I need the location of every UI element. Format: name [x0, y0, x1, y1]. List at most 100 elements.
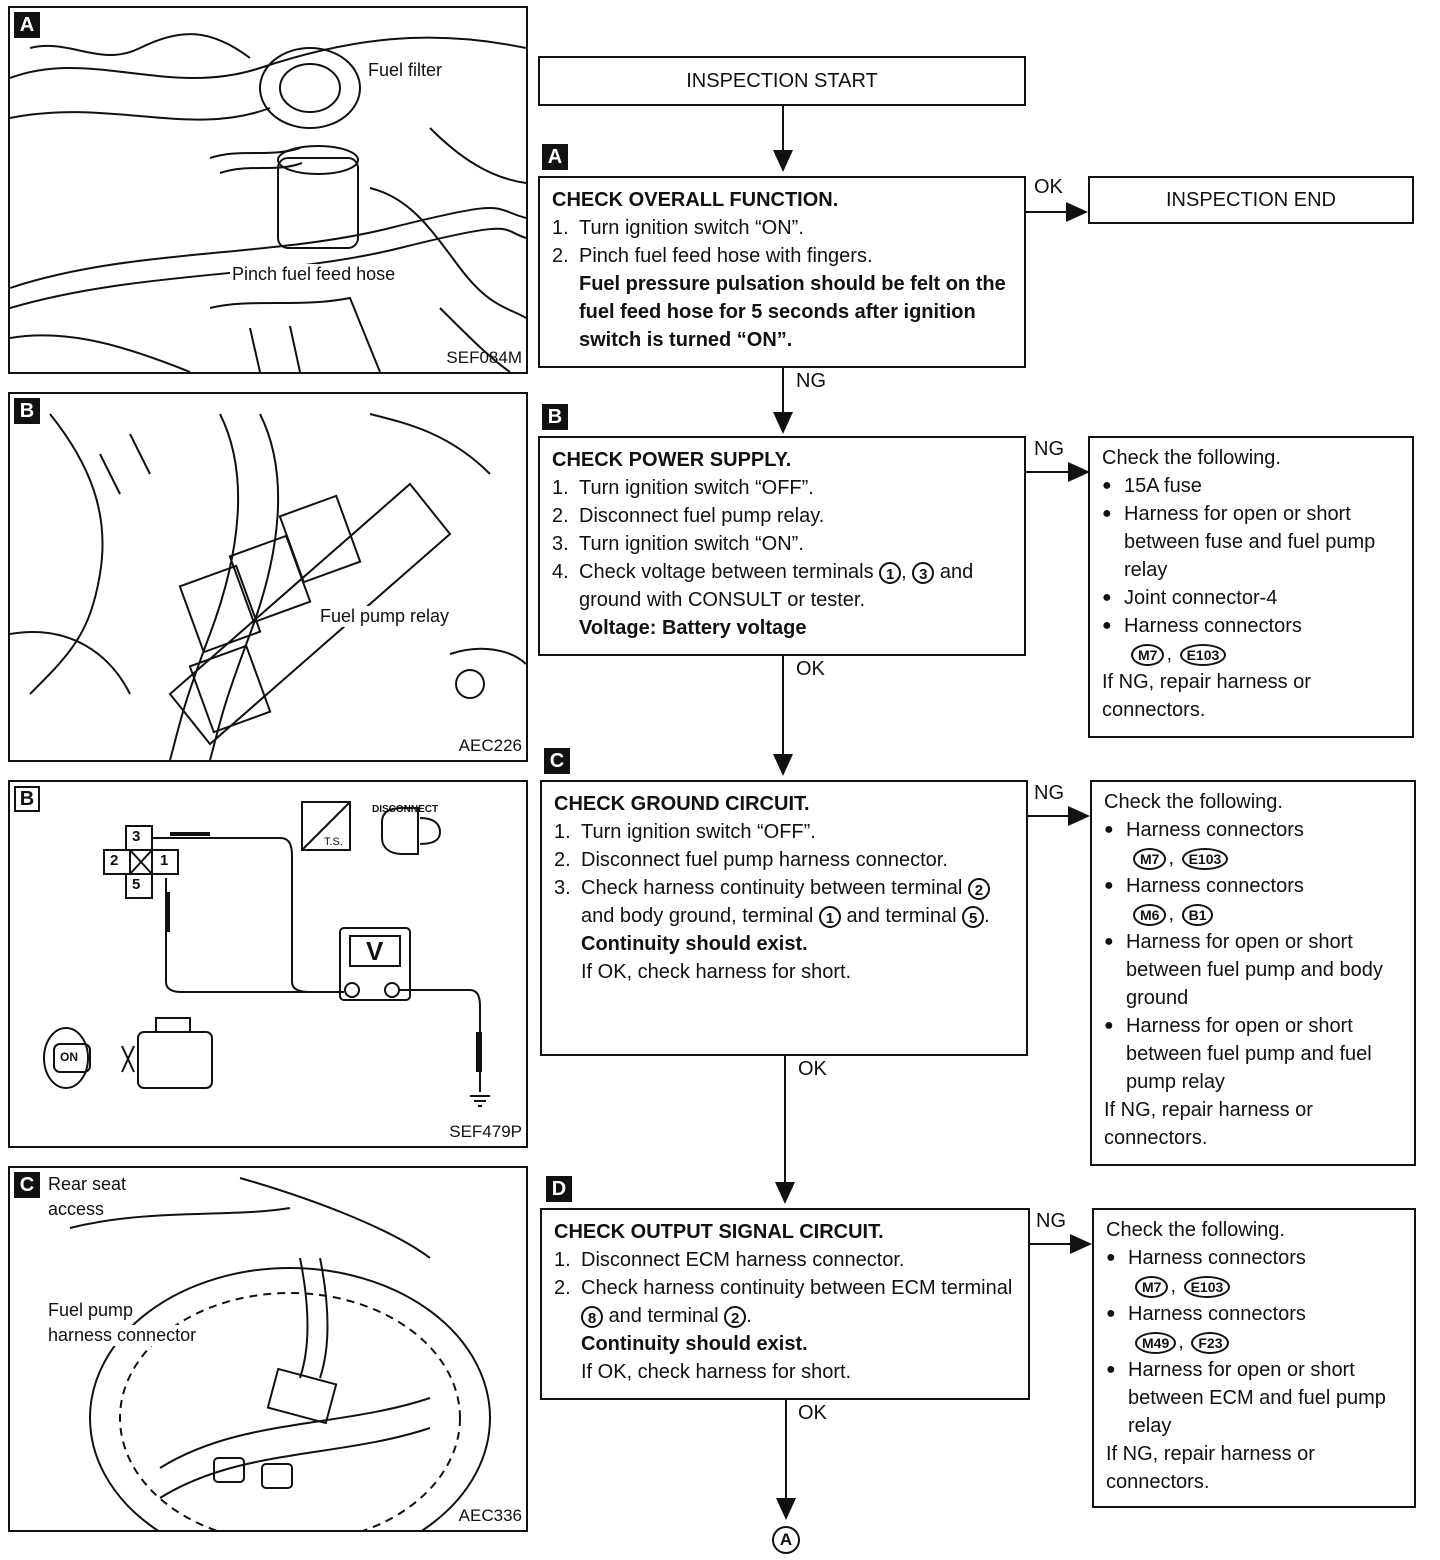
terminal-1-badge: 1 — [819, 906, 841, 928]
step-c-title: CHECK GROUND CIRCUIT. — [554, 790, 1014, 818]
pin-1-label: 1 — [160, 852, 168, 869]
step-c-ok-label: OK — [798, 1058, 827, 1081]
voltmeter-label: V — [366, 936, 383, 967]
step-b-ng-bullet-2: ●Harness for open or short between fuse … — [1102, 500, 1400, 584]
connector-m6-badge: M6 — [1133, 904, 1166, 926]
step-b-item-1: 1.Turn ignition switch “OFF”. — [552, 474, 1012, 502]
step-c-ng-label: NG — [1034, 782, 1064, 805]
step-b-ok-label: OK — [796, 658, 825, 681]
step-d-ng-bullet-1: ●Harness connectors — [1106, 1244, 1402, 1272]
label-fuel-pump-relay: Fuel pump relay — [318, 606, 451, 627]
step-d-ng-tail: If NG, repair harness or connectors. — [1106, 1440, 1402, 1496]
step-a-title: CHECK OVERALL FUNCTION. — [552, 186, 1012, 214]
terminal-2-badge: 2 — [724, 1306, 746, 1328]
step-c-ng-bullet-4: ●Harness for open or short between fuel … — [1104, 1012, 1402, 1096]
step-d-ng-connectors-1: M7, E103 — [1106, 1272, 1402, 1300]
step-a-spec: Fuel pressure pulsation should be felt o… — [552, 270, 1012, 354]
label-fuel-pump: Fuel pump — [46, 1300, 135, 1321]
figure-code-b-wiring: SEF479P — [449, 1122, 522, 1142]
step-c-ng-connectors-1: M7, E103 — [1104, 844, 1402, 872]
step-d-ng-head: Check the following. — [1106, 1216, 1402, 1244]
step-c-ng-tail: If NG, repair harness or connectors. — [1104, 1096, 1402, 1152]
step-c-ng-checklist: Check the following. ●Harness connectors… — [1090, 780, 1416, 1166]
step-b-ng-bullet-3: ●Joint connector-4 — [1102, 584, 1400, 612]
terminal-5-badge: 5 — [962, 906, 984, 928]
panel-tag-c: C — [14, 1172, 40, 1198]
connector-m7-badge: M7 — [1133, 848, 1166, 870]
figure-code-c: AEC336 — [459, 1506, 522, 1526]
step-d-title: CHECK OUTPUT SIGNAL CIRCUIT. — [554, 1218, 1016, 1246]
voltage-check-wiring-diagram — [10, 782, 526, 1146]
step-c-spec: Continuity should exist. — [554, 930, 1014, 958]
illustration-panel-b-relay: B Fuel pump relay AEC226 — [8, 392, 528, 762]
step-b-ng-bullet-4: ●Harness connectors — [1102, 612, 1400, 640]
connector-e103-badge: E103 — [1182, 848, 1229, 870]
panel-tag-b-wiring: B — [14, 786, 40, 812]
step-d-ng-label: NG — [1036, 1210, 1066, 1233]
step-c-ng-connectors-2: M6, B1 — [1104, 900, 1402, 928]
step-b-title: CHECK POWER SUPPLY. — [552, 446, 1012, 474]
step-d-note: If OK, check harness for short. — [554, 1358, 1016, 1386]
step-d-ng-checklist: Check the following. ●Harness connectors… — [1092, 1208, 1416, 1508]
pin-2-label: 2 — [110, 852, 118, 869]
panel-tag-a: A — [14, 12, 40, 38]
step-c-ng-bullet-2: ●Harness connectors — [1104, 872, 1402, 900]
step-d-ng-bullet-2: ●Harness connectors — [1106, 1300, 1402, 1328]
ignition-on-label: ON — [60, 1050, 78, 1064]
step-b-item-2: 2.Disconnect fuel pump relay. — [552, 502, 1012, 530]
step-d-ng-bullet-3: ●Harness for open or short between ECM a… — [1106, 1356, 1402, 1440]
terminal-1-badge: 1 — [879, 562, 901, 584]
step-c-item-1: 1.Turn ignition switch “OFF”. — [554, 818, 1014, 846]
step-b-ng-tail: If NG, repair harness or connectors. — [1102, 668, 1400, 724]
step-a-item-1: 1.Turn ignition switch “ON”. — [552, 214, 1012, 242]
connector-b1-badge: B1 — [1182, 904, 1214, 926]
connector-e103-badge: E103 — [1180, 644, 1227, 666]
label-fuel-filter: Fuel filter — [366, 60, 444, 81]
figure-code-a: SEF084M — [446, 348, 522, 368]
step-tag-a: A — [542, 144, 568, 170]
terminal-8-badge: 8 — [581, 1306, 603, 1328]
step-c-ng-head: Check the following. — [1104, 788, 1402, 816]
fuel-pump-connector-illustration — [10, 1168, 526, 1530]
step-a-ng-label: NG — [796, 370, 826, 393]
ts-label: T.S. — [324, 836, 343, 848]
step-c-item-2: 2.Disconnect fuel pump harness connector… — [554, 846, 1014, 874]
pin-5-label: 5 — [132, 876, 140, 893]
step-d-item-2: 2. Check harness continuity between ECM … — [554, 1274, 1016, 1330]
connector-m7-badge: M7 — [1135, 1276, 1168, 1298]
step-b-ng-bullet-1: ●15A fuse — [1102, 472, 1400, 500]
panel-tag-b-relay: B — [14, 398, 40, 424]
step-d-item-1: 1.Disconnect ECM harness connector. — [554, 1246, 1016, 1274]
step-c-ng-bullet-1: ●Harness connectors — [1104, 816, 1402, 844]
fuel-filter-illustration — [10, 8, 526, 372]
connector-e103-badge: E103 — [1184, 1276, 1231, 1298]
fuel-pump-relay-illustration — [10, 394, 526, 760]
step-a-ok-label: OK — [1034, 176, 1063, 199]
step-a-overall-function: CHECK OVERALL FUNCTION. 1.Turn ignition … — [538, 176, 1026, 368]
step-c-ng-bullet-3: ●Harness for open or short between fuel … — [1104, 928, 1402, 1012]
step-c-note: If OK, check harness for short. — [554, 958, 1014, 986]
terminal-3-badge: 3 — [912, 562, 934, 584]
step-b-power-supply: CHECK POWER SUPPLY. 1.Turn ignition swit… — [538, 436, 1026, 656]
step-tag-c: C — [544, 748, 570, 774]
step-b-ng-head: Check the following. — [1102, 444, 1400, 472]
inspection-start-box: INSPECTION START — [538, 56, 1026, 106]
illustration-panel-b-wiring: 3 2 1 5 V DISCONNECT T.S. ON B SEF479P — [8, 780, 528, 1148]
step-b-item-3: 3.Turn ignition switch “ON”. — [552, 530, 1012, 558]
connector-f23-badge: F23 — [1191, 1332, 1229, 1354]
step-d-ng-connectors-2: M49, F23 — [1106, 1328, 1402, 1356]
label-access: access — [46, 1199, 106, 1220]
label-harness-connector: harness connector — [46, 1325, 198, 1346]
step-b-ng-label: NG — [1034, 438, 1064, 461]
step-d-ok-label: OK — [798, 1402, 827, 1425]
step-d-output-signal-circuit: CHECK OUTPUT SIGNAL CIRCUIT. 1.Disconnec… — [540, 1208, 1030, 1400]
inspection-end-box: INSPECTION END — [1088, 176, 1414, 224]
pin-3-label: 3 — [132, 828, 140, 845]
step-b-item-4: 4. Check voltage between terminals 1, 3 … — [552, 558, 1012, 614]
label-rear-seat: Rear seat — [46, 1174, 128, 1195]
step-b-ng-connectors: M7, E103 — [1102, 640, 1400, 668]
connector-m49-badge: M49 — [1135, 1332, 1176, 1354]
continue-connector-a: A — [772, 1526, 800, 1554]
step-tag-d: D — [546, 1176, 572, 1202]
step-b-spec: Voltage: Battery voltage — [552, 614, 1012, 642]
